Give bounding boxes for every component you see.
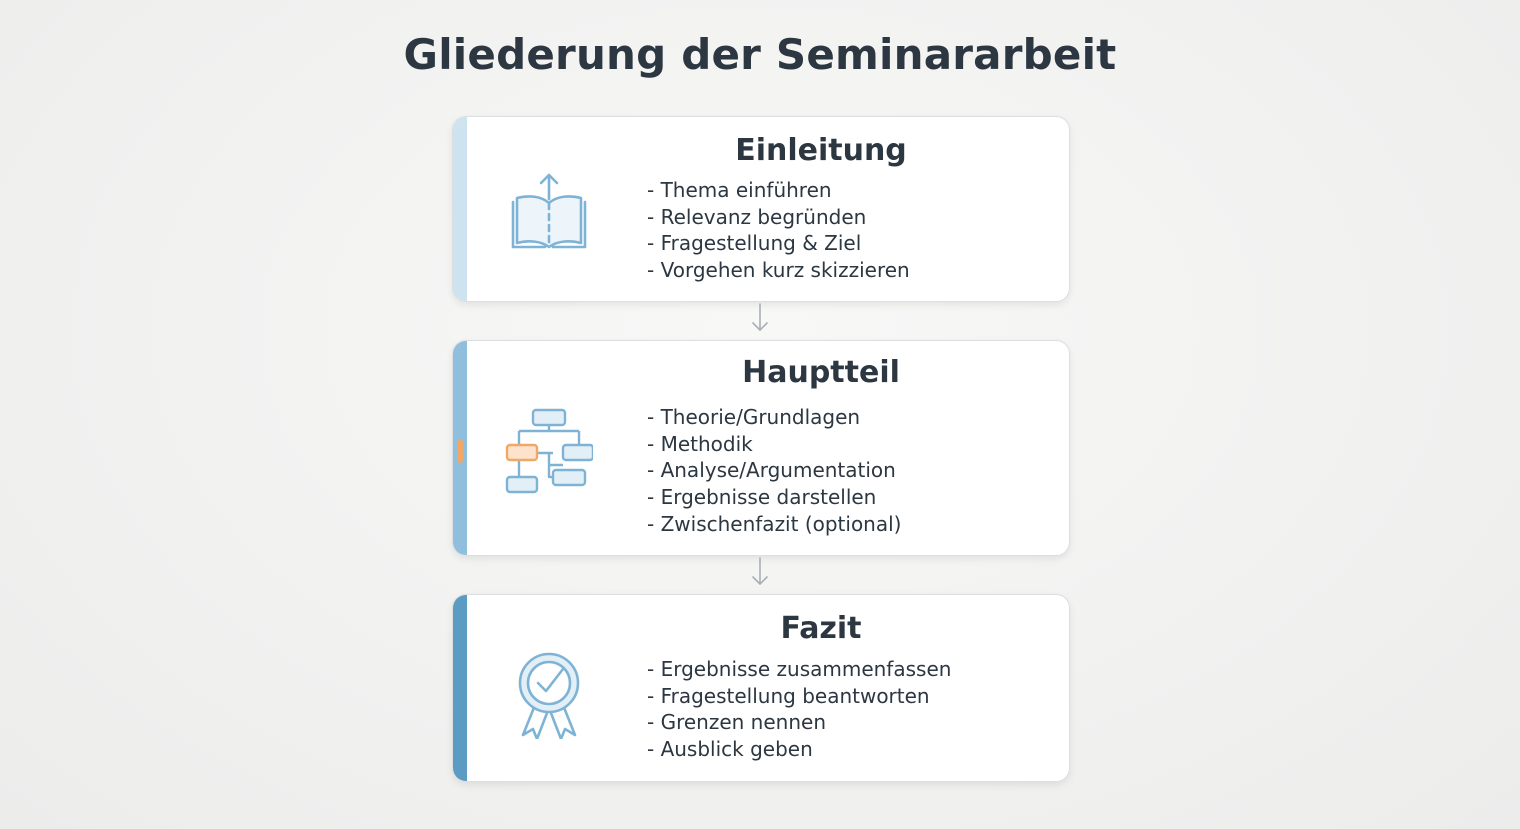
list-item: Analyse/Argumentation xyxy=(647,457,901,484)
list-item: Methodik xyxy=(647,431,901,458)
list-item: Vorgehen kurz skizzieren xyxy=(647,257,910,284)
page-title: Gliederung der Seminararbeit xyxy=(403,30,1117,79)
list-item: Fragestellung beantworten xyxy=(647,683,951,710)
list-item: Relevanz begründen xyxy=(647,204,910,231)
list-item: Grenzen nennen xyxy=(647,709,951,736)
section-title: Einleitung xyxy=(735,133,907,168)
section-card-hauptteil: Hauptteil Theorie/Grundlagen Methodik An… xyxy=(452,340,1070,556)
list-item: Ausblick geben xyxy=(647,736,951,763)
highlight-marker xyxy=(457,439,463,463)
section-title: Fazit xyxy=(780,611,862,646)
section-title: Hauptteil xyxy=(742,355,900,390)
section-accent-bar xyxy=(453,117,467,301)
section-card-fazit: Fazit Ergebnisse zusammenfassen Frageste… xyxy=(452,594,1070,782)
open-book-icon xyxy=(511,173,587,249)
arrow-down-icon xyxy=(752,557,768,585)
section-item-list: Ergebnisse zusammenfassen Fragestellung … xyxy=(647,656,952,763)
list-item: Fragestellung & Ziel xyxy=(647,230,910,257)
list-item: Ergebnisse darstellen xyxy=(647,484,901,511)
list-item: Ergebnisse zusammenfassen xyxy=(647,656,952,683)
arrow-down-icon xyxy=(752,303,768,331)
section-accent-bar xyxy=(453,595,467,781)
list-item: Thema einführen xyxy=(647,177,910,204)
flowchart-icon xyxy=(505,408,593,494)
section-card-einleitung: Einleitung Thema einführen Relevanz begr… xyxy=(452,116,1070,302)
section-item-list: Thema einführen Relevanz begründen Frage… xyxy=(647,177,910,284)
list-item: Zwischenfazit (optional) xyxy=(647,511,902,538)
list-item: Theorie/Grundlagen xyxy=(647,404,901,431)
award-badge-icon xyxy=(518,652,580,739)
section-item-list: Theorie/Grundlagen Methodik Analyse/Argu… xyxy=(647,404,902,538)
